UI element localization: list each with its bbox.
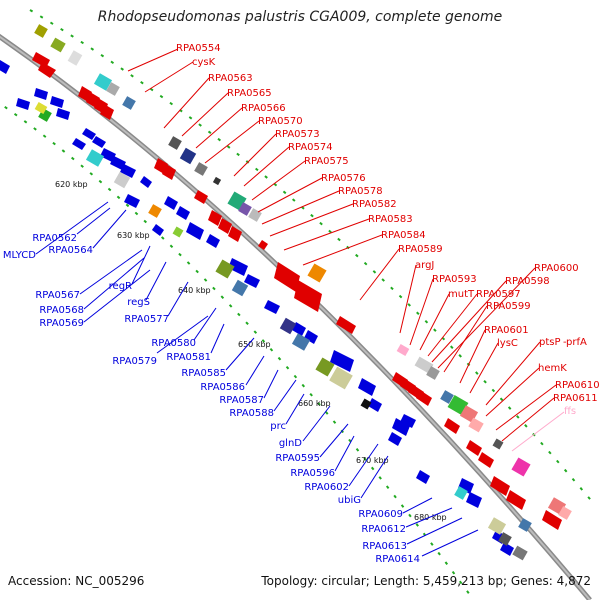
gene-label: RPA0588 [229, 408, 274, 419]
gene-label: RPA0601 [484, 325, 529, 336]
gene-label: glnD [279, 438, 302, 449]
map-title: Rhodopseudomonas palustris CGA009, compl… [97, 9, 503, 25]
gene-label: RPA0580 [151, 338, 196, 349]
gene-label: RPA0583 [368, 214, 413, 225]
kbp-tick: 670 kbp [356, 456, 389, 465]
gene-label: RPA0567 [35, 290, 80, 301]
gene-label: RPA0593 [432, 274, 477, 285]
gene-label: RPA0570 [258, 116, 303, 127]
gene-label: RPA0595 [275, 453, 320, 464]
gene-label: cysK [192, 57, 216, 68]
gene-label: RPA0597 [476, 289, 521, 300]
reverse-leaders [35, 201, 479, 557]
gene-label: MLYCD [3, 250, 36, 261]
gene-label: RPA0565 [227, 88, 272, 99]
genome-summary-text: Topology: circular; Length: 5,459,213 bp… [261, 574, 591, 588]
gene-label: mutT [448, 289, 475, 300]
gene-label: RPA0602 [304, 482, 349, 493]
cog-blocks [34, 24, 572, 561]
gene-label: RPA0587 [219, 395, 264, 406]
gene-label: RPA0584 [381, 230, 426, 241]
gene-label: RPA0568 [39, 305, 84, 316]
label-separator: - [563, 337, 567, 348]
gene-label: lysC [497, 338, 518, 349]
gene-label: RPA0609 [358, 509, 403, 520]
track-guide-outer [29, 9, 596, 506]
gene-label: prfA [566, 337, 587, 348]
gene-label: RPA0613 [362, 541, 407, 552]
gene-label: RPA0579 [112, 356, 157, 367]
forward-gene-labels: RPA0554 cysK RPA0563 RPA0565 RPA0566 RPA… [176, 43, 600, 417]
accession-text: Accession: NC_005296 [8, 574, 145, 588]
gene-label: RPA0576 [321, 173, 366, 184]
gene-label: RPA0610 [555, 380, 600, 391]
gene-label: RPA0554 [176, 43, 221, 54]
gene-label: RPA0574 [288, 142, 333, 153]
gene-label: RPA0612 [361, 524, 406, 535]
kbp-tick: 640 kbp [178, 286, 211, 295]
gene-label: RPA0586 [200, 382, 245, 393]
gene-label: prc [270, 421, 286, 432]
kbp-tick: 620 kbp [55, 180, 88, 189]
gene-label: RPA0600 [534, 263, 579, 274]
gene-label: RPA0562 [32, 233, 77, 244]
gene-label: RPA0566 [241, 103, 286, 114]
gene-label: RPA0589 [398, 244, 443, 255]
gene-label: RPA0614 [375, 554, 420, 565]
gene-label: RPA0611 [553, 393, 598, 404]
gene-label: RPA0564 [48, 245, 93, 256]
kbp-tick: 630 kbp [117, 231, 150, 240]
gene-label: regR [109, 281, 132, 292]
forward-leaders [127, 48, 557, 442]
gene-label: RPA0575 [304, 156, 349, 167]
gene-label: RPA0573 [275, 129, 320, 140]
gene-label: RPA0582 [352, 199, 397, 210]
kbp-tick: 660 kbp [298, 399, 331, 408]
gene-label: RPA0598 [505, 276, 550, 287]
gene-label: ubiG [338, 495, 361, 506]
kbp-tick: 650 kbp [238, 340, 271, 349]
gene-label: RPA0599 [486, 301, 531, 312]
gene-label: argJ [415, 260, 434, 271]
forward-features [32, 52, 562, 530]
gene-label: RPA0581 [166, 352, 211, 363]
gene-label: RPA0596 [290, 468, 335, 479]
gene-label: RPA0563 [208, 73, 253, 84]
reverse-gene-labels: RPA0562 MLYCD RPA0564 RPA0567 regR RPA05… [3, 233, 420, 565]
gene-label: RPA0577 [124, 314, 169, 325]
gene-label-rna: ffs [564, 406, 576, 417]
gene-label: ptsP [539, 337, 561, 348]
ffs-leader [511, 411, 565, 452]
gene-label: RPA0585 [181, 368, 226, 379]
gene-label: RPA0578 [338, 186, 383, 197]
gene-label: RPA0569 [39, 318, 84, 329]
gene-label: regS [127, 297, 150, 308]
gene-label: hemK [538, 363, 567, 374]
